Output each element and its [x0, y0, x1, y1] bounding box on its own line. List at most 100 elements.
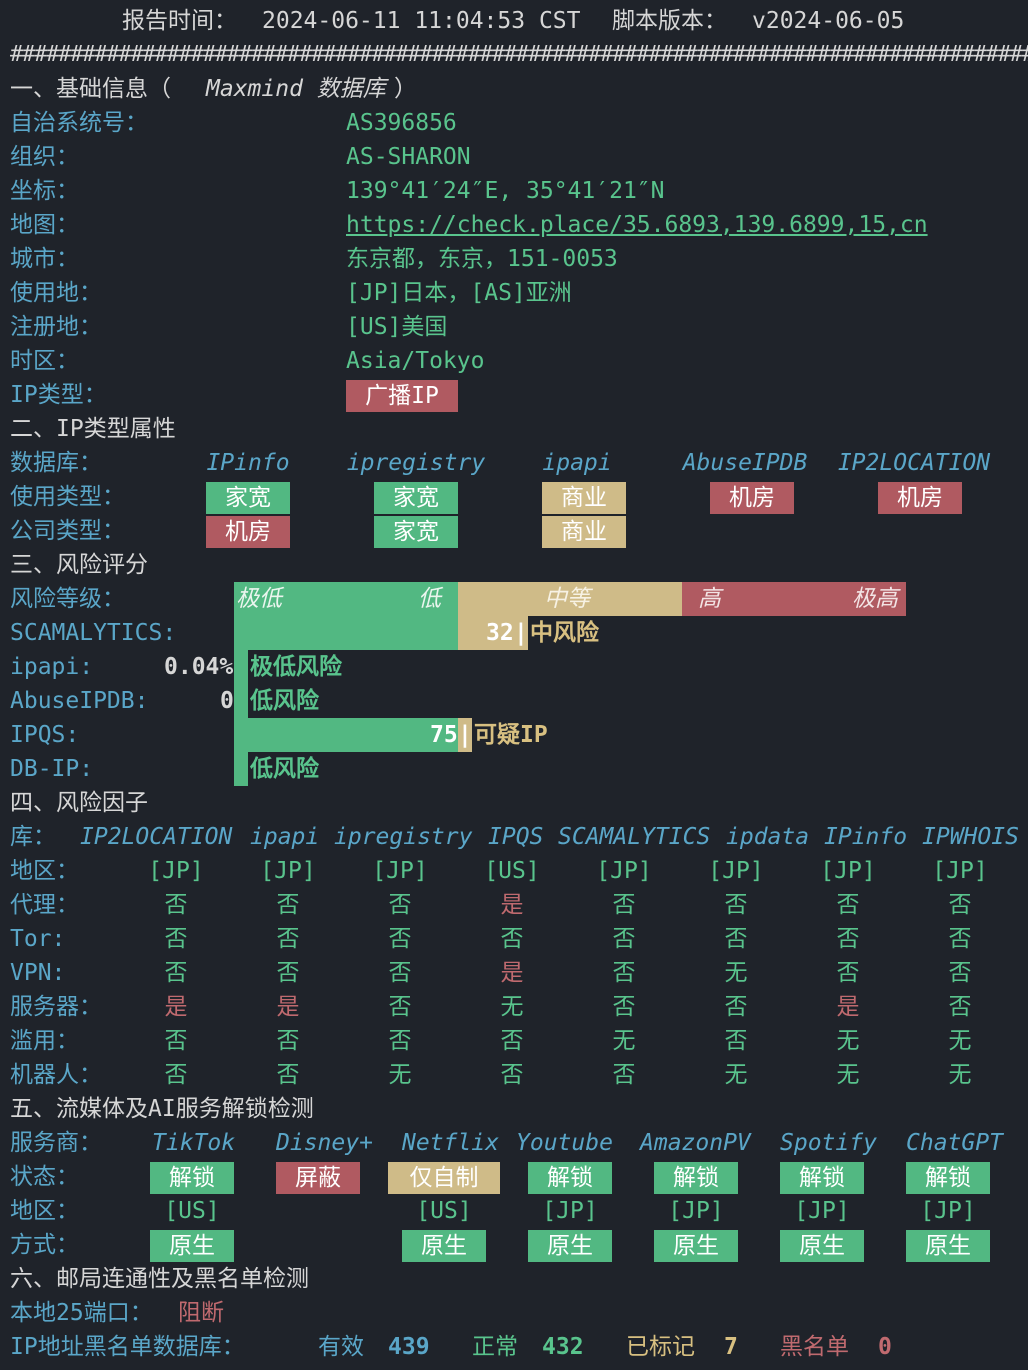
factor-row-label: 滥用：: [10, 1028, 79, 1054]
port25-status: 阻断: [178, 1300, 224, 1326]
factor-row-label: 机器人：: [10, 1062, 102, 1088]
risk-level-mid: 中等: [544, 586, 590, 612]
factor-cell: 否: [612, 892, 636, 918]
region-amazonpv: [JP]: [668, 1198, 724, 1224]
method-netflix: 原生: [402, 1230, 486, 1262]
db-abuseipdb: AbuseIPDB: [682, 450, 808, 476]
factor-row-label: Tor:: [10, 926, 66, 952]
report-time: 2024-06-11 11:04:53 CST: [262, 8, 581, 34]
risk-text-abuseipdb: 低风险: [250, 688, 319, 714]
factor-cell: [JP]: [596, 858, 652, 884]
factor-cell: 否: [164, 926, 188, 952]
section-basic-title: 一、基础信息（ Maxmind 数据库 ）: [10, 76, 417, 102]
factor-row: 滥用：否否否否无否无无: [0, 1024, 1028, 1058]
lib-ip2location: IP2LOCATION: [80, 824, 233, 850]
factor-cell: [US]: [484, 858, 540, 884]
risk-level-very-low: 极低: [236, 586, 282, 612]
factor-cell: 否: [164, 960, 188, 986]
region-youtube: [JP]: [542, 1198, 598, 1224]
factor-cell: 否: [948, 926, 972, 952]
factor-cell: 否: [612, 960, 636, 986]
method-chatgpt: 原生: [906, 1230, 990, 1262]
factor-cell: 否: [276, 926, 300, 952]
company-type-ipinfo: 机房: [206, 516, 290, 548]
provider-youtube: Youtube: [516, 1130, 613, 1156]
company-type-row: 公司类型： 机房 家宽 商业: [0, 514, 1028, 548]
asn-row: 自治系统号： AS396856: [10, 110, 457, 136]
factor-cell: 否: [724, 994, 748, 1020]
city-value: 东京都，东京，151-0053: [346, 246, 618, 272]
risk-row-scamalytics: SCAMALYTICS: 32 | 中风险: [0, 616, 1028, 650]
method-spotify: 原生: [780, 1230, 864, 1262]
factor-cell: 否: [164, 892, 188, 918]
provider-disney: Disney+: [276, 1130, 373, 1156]
use-type-ipapi: 商业: [542, 482, 626, 514]
region-spotify: [JP]: [794, 1198, 850, 1224]
risk-score-ipapi: 0.04%: [164, 654, 234, 680]
factor-cell: 是: [836, 994, 860, 1020]
map-row: 地图： https://check.place/35.6893,139.6899…: [10, 212, 928, 238]
factor-cell: 否: [836, 926, 860, 952]
city-row: 城市： 东京都，东京，151-0053: [10, 246, 618, 272]
factor-cell: 是: [500, 960, 524, 986]
factor-cell: [JP]: [820, 858, 876, 884]
factor-row-label: VPN:: [10, 960, 66, 986]
factor-cell: 无: [724, 960, 748, 986]
risk-score-scamalytics: 32: [486, 620, 514, 646]
org-row: 组织： AS-SHARON: [10, 144, 471, 170]
risk-level-low: 低: [418, 586, 441, 612]
coord-row: 坐标： 139°41′24″E, 35°41′21″N: [10, 178, 665, 204]
factor-cell: 否: [388, 1028, 412, 1054]
lib-ipregistry: ipregistry: [334, 824, 473, 850]
lib-scamalytics: SCAMALYTICS: [558, 824, 711, 850]
factor-cell: [JP]: [148, 858, 204, 884]
method-amazonpv: 原生: [654, 1230, 738, 1262]
factor-cell: 无: [388, 1062, 412, 1088]
factor-cell: [JP]: [372, 858, 428, 884]
risk-level-row: 风险等级： 极低 低 中等 高 极高: [0, 582, 1028, 616]
status-chatgpt: 解锁: [906, 1162, 990, 1194]
map-link[interactable]: https://check.place/35.6893,139.6899,15,…: [346, 212, 928, 238]
risk-text-ipapi: 极低风险: [250, 654, 342, 680]
factor-cell: [JP]: [708, 858, 764, 884]
risk-scale-low: [234, 582, 458, 616]
usage-value: [JP]日本，[AS]亚洲: [346, 280, 572, 306]
factor-cell: 否: [724, 892, 748, 918]
risk-scale-high: [682, 582, 906, 616]
tz-row: 时区： Asia/Tokyo: [10, 348, 485, 374]
org-value: AS-SHARON: [346, 144, 471, 170]
factor-cell: 否: [164, 1028, 188, 1054]
usage-row: 使用地： [JP]日本，[AS]亚洲: [10, 280, 572, 306]
status-netflix: 仅自制: [388, 1162, 500, 1194]
report-header: 报告时间： 2024-06-11 11:04:53 CST 脚本版本： v202…: [0, 4, 1028, 38]
blacklist-normal-count: 432: [542, 1334, 584, 1360]
use-type-ipregistry: 家宽: [374, 482, 458, 514]
factor-cell: 否: [276, 960, 300, 986]
factor-cell: 否: [948, 892, 972, 918]
company-type-ipapi: 商业: [542, 516, 626, 548]
company-type-ipregistry: 家宽: [374, 516, 458, 548]
factor-cell: 否: [276, 892, 300, 918]
section-risk-title: 三、风险评分: [10, 552, 148, 578]
factor-cell: 否: [612, 926, 636, 952]
port25-row: 本地25端口： 阻断: [10, 1300, 224, 1326]
factor-cell: 否: [724, 1028, 748, 1054]
section-mail-title: 六、邮局连通性及黑名单检测: [10, 1266, 309, 1292]
factor-cell: 否: [388, 994, 412, 1020]
region-netflix: [US]: [416, 1198, 472, 1224]
risk-score-abuseipdb: 0: [220, 688, 234, 714]
section-type-title: 二、IP类型属性: [10, 416, 176, 442]
factor-cell: 否: [948, 994, 972, 1020]
db-ipinfo: IPinfo: [206, 450, 290, 476]
tz-value: Asia/Tokyo: [346, 348, 485, 374]
factor-cell: 无: [948, 1028, 972, 1054]
factor-cell: 否: [500, 1028, 524, 1054]
risk-bar-stripe: [234, 650, 248, 786]
factor-cell: 否: [612, 994, 636, 1020]
script-version: v2024-06-05: [752, 8, 905, 34]
iptype-row: IP类型： 广播IP: [0, 378, 1028, 412]
region-chatgpt: [JP]: [920, 1198, 976, 1224]
blacklist-marked-count: 7: [724, 1334, 738, 1360]
risk-text-scamalytics: 中风险: [530, 620, 599, 646]
factor-cell: 否: [276, 1028, 300, 1054]
